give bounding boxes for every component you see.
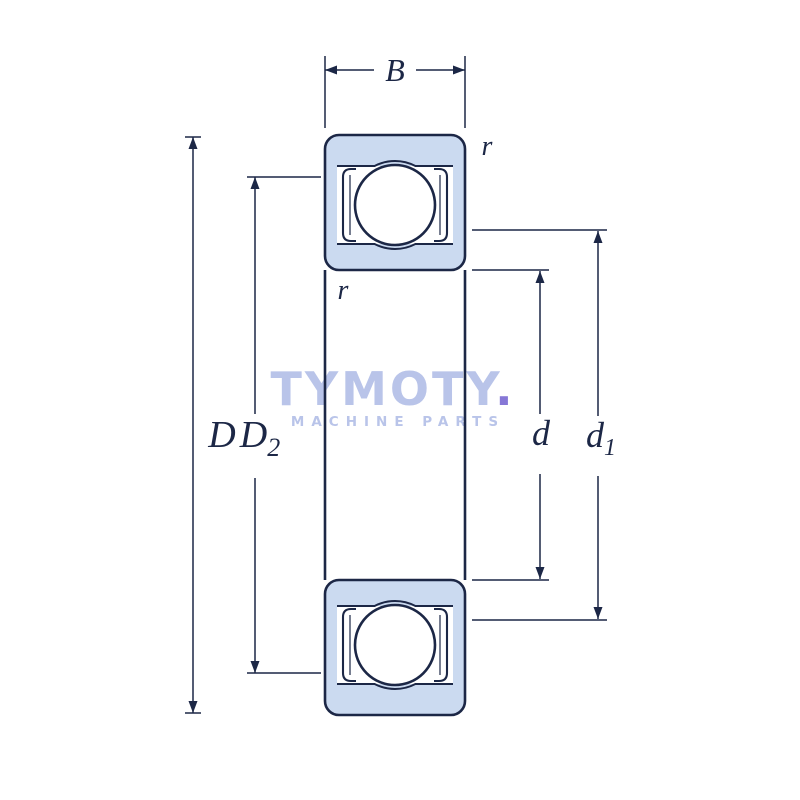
bearing-cross-section — [323, 133, 467, 717]
arrow-D2-bottom — [250, 661, 260, 673]
arrow-B-left — [325, 65, 337, 75]
shield-right-top — [434, 167, 449, 243]
outer-raceway-top — [337, 159, 453, 167]
arrow-d1-bottom — [593, 607, 603, 619]
dimension-label-D2: D2 — [239, 414, 280, 462]
inner-raceway-bottom — [337, 599, 453, 607]
watermark: TYMOTY. MACHINE PARTS — [270, 362, 515, 430]
shield-left-bottom — [341, 607, 356, 683]
watermark-brand-text: TYMOTY. — [270, 362, 515, 416]
corner-radius-label-outer: r — [482, 131, 493, 162]
dimension-label-d1: d1 — [586, 415, 616, 461]
dimension-B: B — [324, 52, 466, 128]
dimension-d1: d1 — [472, 229, 616, 621]
dimension-label-B: B — [385, 52, 405, 88]
arrow-B-right — [453, 65, 465, 75]
arrow-D-top — [188, 137, 198, 149]
ball-top — [353, 163, 437, 247]
dimension-D: D — [185, 136, 236, 714]
ball-bottom — [353, 603, 437, 687]
watermark-dot: . — [495, 362, 515, 416]
top-ring-section — [323, 133, 467, 272]
shield-left-top — [341, 167, 356, 243]
corner-radius-label-inner: r — [338, 275, 349, 306]
bottom-ring-section — [323, 578, 467, 717]
dimension-label-D: D — [207, 414, 235, 456]
shield-right-bottom — [434, 607, 449, 683]
arrow-d-top — [535, 271, 545, 283]
dimension-D2: D2 — [239, 176, 321, 674]
arrow-d1-top — [593, 231, 603, 243]
arrow-D-bottom — [188, 701, 198, 713]
inner-raceway-top — [337, 243, 453, 251]
outer-raceway-bottom — [337, 683, 453, 691]
arrow-D2-top — [250, 177, 260, 189]
dimension-d: d — [472, 269, 551, 581]
dimension-label-d: d — [532, 413, 551, 453]
arrow-d-bottom — [535, 567, 545, 579]
watermark-tagline: MACHINE PARTS — [291, 414, 505, 430]
